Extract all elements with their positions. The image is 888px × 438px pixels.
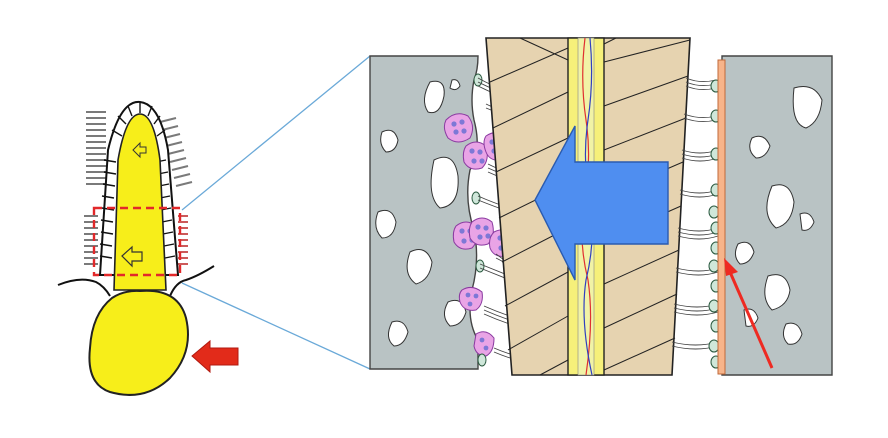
zoom-region-box (92, 206, 182, 277)
osteoclast (468, 217, 494, 246)
pdl-fibers-right (671, 77, 719, 350)
tooth-overview (57, 100, 239, 396)
bone-marrow-spaces-right (734, 86, 823, 345)
periodontal-hatch-upper-right (159, 117, 193, 187)
osteoclast (458, 286, 483, 311)
periodontal-hatch-upper-left (86, 111, 106, 185)
tooth-crown (88, 289, 189, 396)
osteoid-layer (717, 59, 726, 375)
zoom-line-bottom (181, 282, 371, 370)
bone-marrow-spaces-left (375, 79, 467, 347)
periodontal-hatch-mid-right (178, 215, 188, 265)
pdl-ladder (99, 103, 176, 259)
periodontal-hatch-mid-left (84, 215, 98, 265)
gingiva-left (57, 278, 111, 297)
magnified-pdl-section (369, 37, 833, 376)
dentin-lines-left (489, 37, 569, 376)
gingiva-right (169, 265, 215, 297)
tooth-root (113, 113, 167, 291)
pointer-arrow (724, 258, 774, 369)
small-arrow-middle-icon (121, 245, 143, 268)
zoom-line-top (181, 55, 371, 211)
small-arrow-upper-icon (132, 141, 147, 159)
applied-force-arrow (191, 339, 239, 374)
osteoclast (443, 113, 474, 143)
osteoclast (473, 331, 495, 357)
tooth-movement-arrow (534, 125, 669, 281)
osteoclast (462, 141, 488, 170)
